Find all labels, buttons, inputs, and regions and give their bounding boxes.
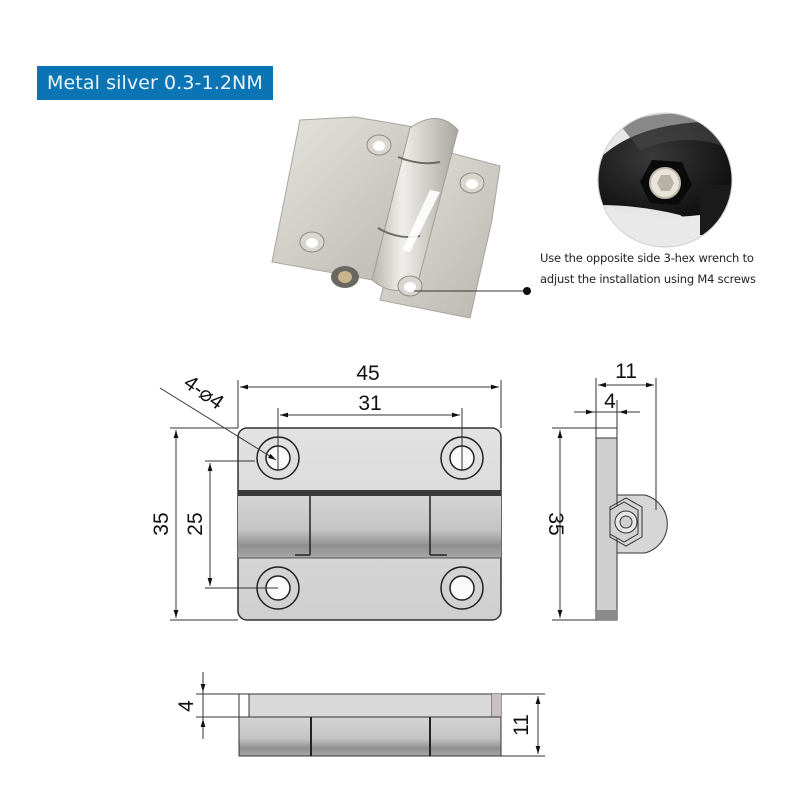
dim-hole-spacing-31: 31 <box>358 392 381 415</box>
dim-bottom-depth-11: 11 <box>510 714 533 736</box>
dim-width-45: 45 <box>356 362 379 385</box>
hex-screw-detail-photo <box>597 112 733 248</box>
dim-side-depth-11: 11 <box>615 360 637 383</box>
adjustment-caption: Use the opposite side 3-hex wrench to ad… <box>540 248 800 290</box>
hinge-product-photo <box>271 116 501 319</box>
dim-bottom-thickness-4: 4 <box>175 700 198 712</box>
caption-line-1: Use the opposite side 3-hex wrench to <box>540 251 754 265</box>
dim-hole-spec: 4-⌀4 <box>180 371 229 415</box>
callout-dot <box>523 287 531 295</box>
front-view-drawing <box>159 380 502 621</box>
bottom-view-drawing <box>196 672 545 757</box>
side-view-drawing <box>552 378 668 621</box>
dim-side-thickness-4: 4 <box>604 390 616 413</box>
caption-line-2: adjust the installation using M4 screws <box>540 272 756 286</box>
dim-side-height-35: 35 <box>544 512 567 535</box>
dim-height-35: 35 <box>150 512 173 535</box>
dim-hole-spacing-25: 25 <box>184 512 207 535</box>
product-variant-badge: Metal silver 0.3-1.2NM <box>37 66 273 100</box>
